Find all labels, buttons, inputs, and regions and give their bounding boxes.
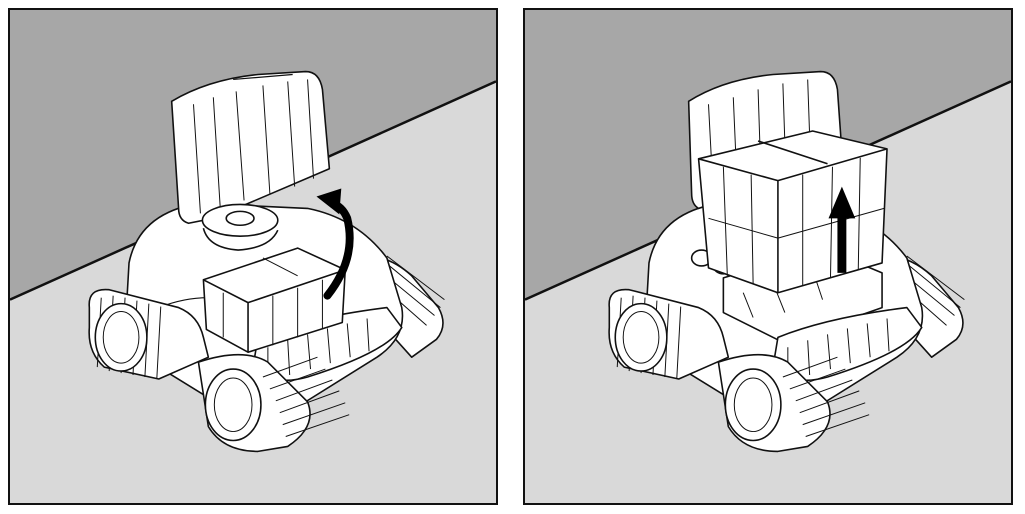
front-roller-inner: [733, 377, 773, 433]
front-left-roller-inner: [102, 311, 140, 364]
step-1-illustration: [10, 10, 496, 503]
pump-impeller: [225, 210, 255, 227]
basket-edges: [203, 269, 346, 353]
step-1-open-lid-panel: [8, 8, 498, 505]
lid-ribs: [192, 79, 314, 214]
front-left-roller: [94, 302, 148, 372]
lid-ribs: [707, 79, 812, 199]
arrow-up-icon: [828, 186, 856, 273]
basket-mesh: [708, 157, 885, 286]
curved-up-icon: [316, 188, 354, 300]
bottom-treads: [782, 356, 870, 437]
lid-handle: [233, 73, 293, 81]
front-left-roller: [614, 302, 668, 372]
front-left-roller-inner: [622, 311, 660, 364]
step-2-illustration: [525, 10, 1011, 503]
bottom-treads: [262, 356, 350, 437]
front-roller-inner: [213, 377, 253, 433]
front-roller: [204, 368, 262, 442]
front-roller: [724, 368, 782, 442]
basket-mesh: [222, 257, 323, 346]
filter-basket: [202, 247, 347, 354]
pool-robot: [88, 70, 445, 453]
pump-base: [202, 228, 279, 251]
basket-edges: [698, 140, 888, 293]
step-2-lift-basket-panel: [523, 8, 1013, 505]
